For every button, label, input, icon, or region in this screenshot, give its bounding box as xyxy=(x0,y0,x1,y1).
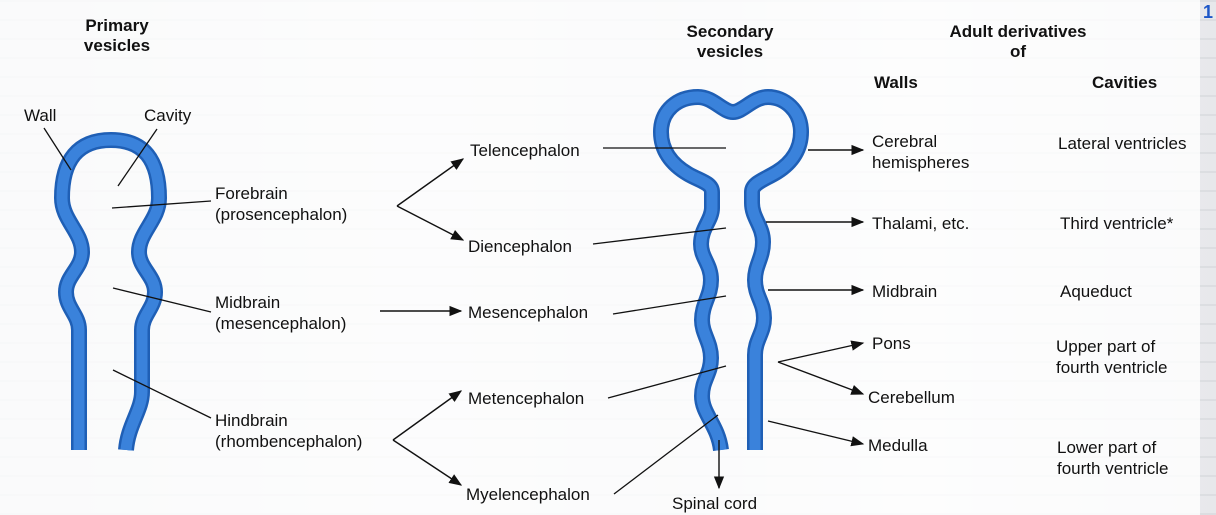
label-aqueduct: Aqueduct xyxy=(1060,281,1132,302)
label-diencephalon: Diencephalon xyxy=(468,236,572,257)
label-cerebral-hemispheres: Cerebral hemispheres xyxy=(872,131,969,173)
label-pons: Pons xyxy=(872,333,911,354)
arrow-to-medulla xyxy=(768,421,863,444)
label-cavity: Cavity xyxy=(144,105,191,126)
label-metencephalon: Metencephalon xyxy=(468,388,584,409)
label-myelencephalon: Myelencephalon xyxy=(466,484,590,505)
secondary-neural-tube xyxy=(661,97,801,450)
label-wall-midbrain: Midbrain xyxy=(872,281,937,302)
label-third-ventricle: Third ventricle* xyxy=(1060,213,1173,234)
label-lower-fourth-ventricle: Lower part of fourth ventricle xyxy=(1057,437,1169,479)
primary-neural-tube xyxy=(62,140,159,450)
label-upper-fourth-ventricle: Upper part of fourth ventricle xyxy=(1056,336,1168,378)
label-mesencephalon: Mesencephalon xyxy=(468,302,588,323)
label-spinal-cord: Spinal cord xyxy=(672,493,757,514)
leader-wall xyxy=(44,128,71,170)
arrow-forebrain-diencephalon xyxy=(397,206,463,240)
label-cerebellum: Cerebellum xyxy=(868,387,955,408)
header-walls: Walls xyxy=(874,73,918,93)
arrow-to-pons xyxy=(778,343,863,362)
arrow-hindbrain-myelencephalon xyxy=(393,440,461,485)
arrow-hindbrain-metencephalon xyxy=(393,391,461,440)
header-adult-derivatives: Adult derivatives of xyxy=(923,22,1113,62)
arrow-to-cerebellum xyxy=(778,362,863,394)
label-lateral-ventricles: Lateral ventricles xyxy=(1058,133,1187,154)
label-thalami: Thalami, etc. xyxy=(872,213,969,234)
label-wall: Wall xyxy=(24,105,56,126)
leader-myelencephalon xyxy=(614,415,718,494)
arrow-forebrain-telencephalon xyxy=(397,159,463,206)
label-medulla: Medulla xyxy=(868,435,928,456)
header-secondary-vesicles: Secondary vesicles xyxy=(675,22,785,62)
leader-hindbrain xyxy=(113,370,211,418)
label-telencephalon: Telencephalon xyxy=(470,140,580,161)
corner-mark: 1 xyxy=(1203,2,1213,23)
label-hindbrain: Hindbrain (rhombencephalon) xyxy=(215,410,362,452)
header-primary-vesicles: Primary vesicles xyxy=(72,16,162,56)
label-forebrain: Forebrain (prosencephalon) xyxy=(215,183,347,225)
secondary-tube-wall xyxy=(661,97,801,450)
header-cavities: Cavities xyxy=(1092,73,1157,93)
label-midbrain: Midbrain (mesencephalon) xyxy=(215,292,346,334)
